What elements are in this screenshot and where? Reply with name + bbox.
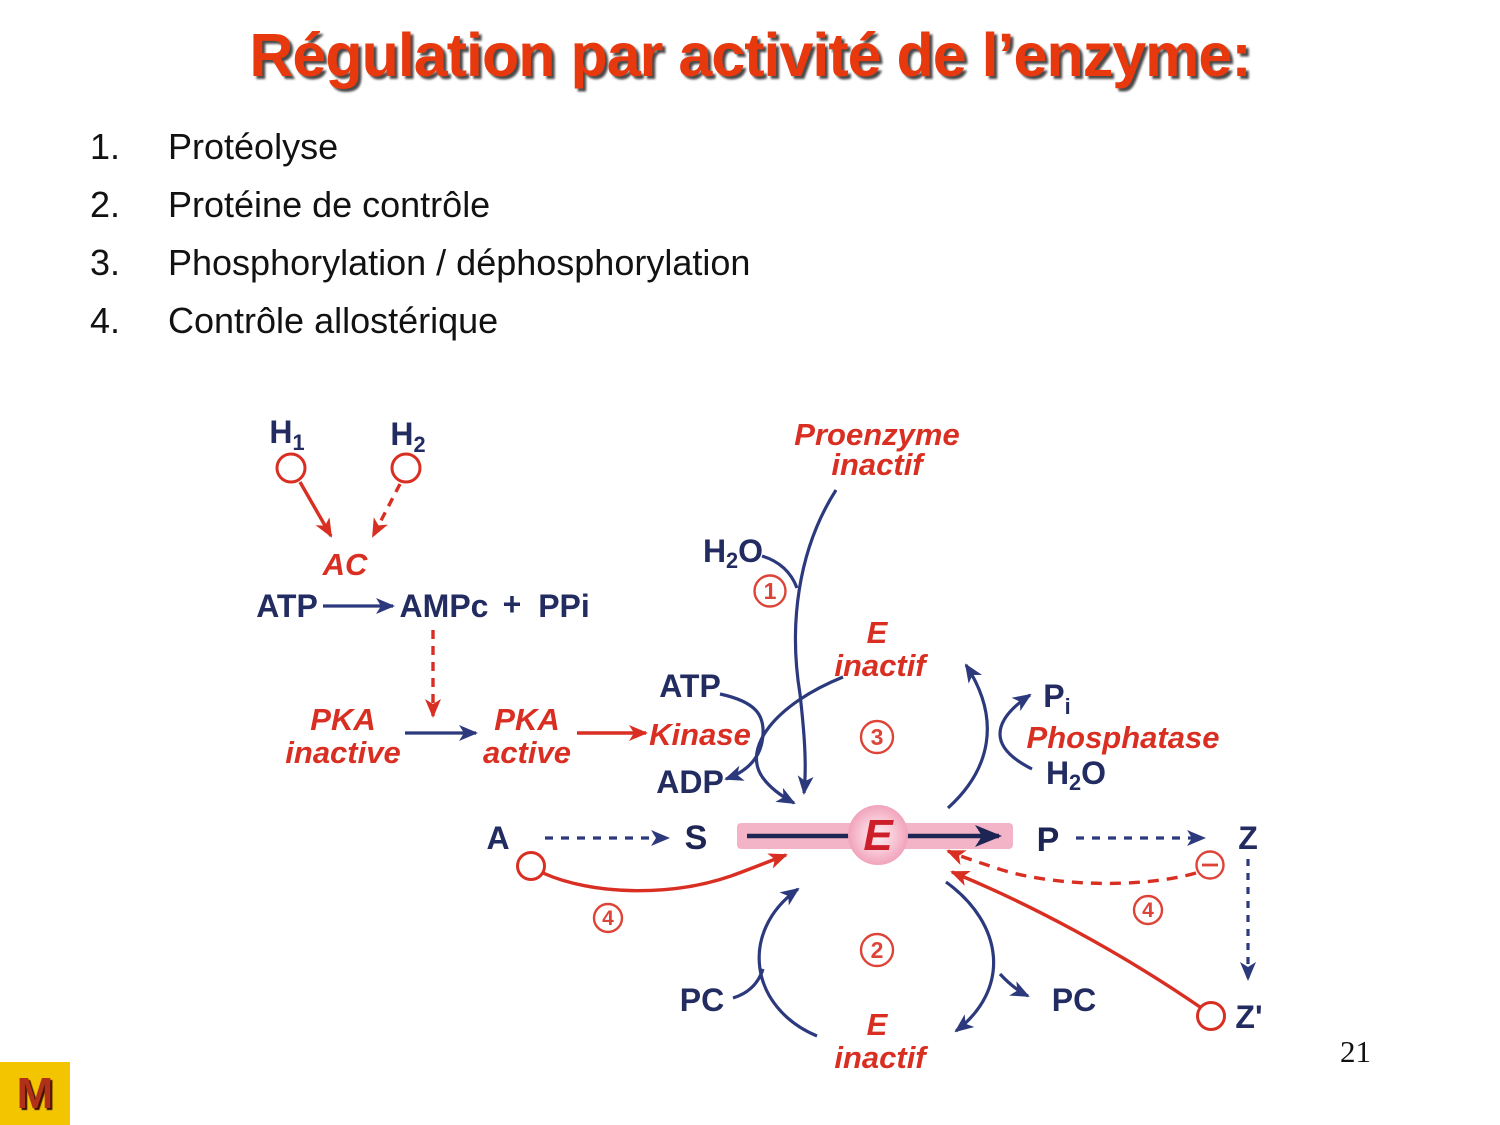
- list-text: Protéolyse: [168, 126, 339, 167]
- enzyme-circle: [848, 805, 908, 865]
- list-item-phosphorylation: 3. Phosphorylation / déphosphorylation: [90, 234, 750, 292]
- regulation-list: 1. Protéolyse 2. Protéine de contrôle 3.…: [90, 118, 750, 350]
- hormone1-circle: [275, 452, 307, 484]
- pc-right-branch-arrow: [998, 972, 1030, 998]
- list-text: Contrôle allostérique: [168, 300, 499, 341]
- proenzyme-label-line2: inactif: [831, 447, 925, 482]
- kinase-label: Kinase: [649, 717, 751, 752]
- activator-a-circle: [516, 851, 546, 881]
- list-number: 2.: [90, 184, 121, 225]
- logo-m-letter: M: [16, 1068, 54, 1118]
- hormone1-label: H1: [269, 414, 304, 455]
- enzyme-e-label: E: [863, 811, 894, 860]
- step-4-number-right: 4: [1142, 899, 1154, 922]
- list-number: 3.: [90, 242, 121, 283]
- step-1-circle: [753, 574, 787, 608]
- minus-icon: [1195, 850, 1225, 880]
- phosphorylation-cycle: E inactif Kinase ATP ADP 3 Pi Phosphatas…: [649, 615, 1220, 810]
- hormone2-label: H2: [390, 416, 425, 457]
- phosphatase-cycle-arc: [946, 663, 989, 810]
- step-4-number-left: 4: [602, 907, 614, 930]
- e-inactive-bottom-line1: E: [867, 1007, 889, 1042]
- step-3-circle: [859, 719, 895, 755]
- h2o-label-left: H2O: [703, 533, 763, 573]
- pc-left-join-curve: [732, 968, 765, 1000]
- phosphatase-label: Phosphatase: [1027, 720, 1220, 755]
- list-text: Phosphorylation / déphosphorylation: [168, 242, 751, 283]
- pc-release-arc-right: [945, 880, 996, 1033]
- main-pathway: A S E P Z Z': [486, 805, 1263, 1035]
- step-4-circle-left: [592, 902, 624, 934]
- list-number: 1.: [90, 126, 121, 167]
- step-4-circle-right: [1132, 894, 1164, 926]
- pka-inactive-label-line1: PKA: [310, 702, 375, 737]
- pc-label-right: PC: [1052, 982, 1096, 1018]
- hormone2-circle: [390, 452, 422, 484]
- atp-label-kinase: ATP: [659, 668, 721, 704]
- pka-active-label-line1: PKA: [494, 702, 559, 737]
- page-number: 21: [1340, 1034, 1371, 1069]
- logo-m-badge: M: [0, 1062, 70, 1125]
- step-3-number: 3: [871, 724, 884, 750]
- slide-title: Régulation par activité de l’enzyme:: [249, 21, 1251, 89]
- zprime-circle: [1196, 1001, 1226, 1031]
- list-number: 4.: [90, 300, 121, 341]
- e-inactive-top-line2: inactif: [834, 648, 928, 683]
- pi-label: Pi: [1043, 678, 1070, 719]
- proenzyme-label-line1: Proenzyme: [794, 417, 959, 452]
- control-protein-cycle: PC PC 2 E inactif: [680, 880, 1096, 1075]
- pka-inactive-label-line2: inactive: [285, 735, 400, 770]
- hormone-cascade: H1 H2 AC ATP AMPc + PPi PKA inactive PKA…: [256, 414, 648, 770]
- activator-curve-left: [542, 853, 788, 893]
- list-text: Protéine de contrôle: [168, 184, 491, 225]
- ppi-label: PPi: [538, 588, 590, 624]
- e-inactive-bottom-line2: inactif: [834, 1040, 928, 1075]
- proenzyme-hydrolysis-curve: [793, 489, 838, 795]
- zprime-label: Z': [1235, 999, 1262, 1035]
- metabolite-a-label: A: [486, 820, 509, 856]
- metabolite-z-label: Z: [1238, 820, 1258, 856]
- step-2-circle: [859, 932, 895, 968]
- pc-binding-arc-left: [757, 887, 818, 1038]
- proteolysis-step: Proenzyme inactif H2O 1: [703, 417, 960, 795]
- h2o-join-curve: [761, 554, 799, 589]
- h2o-label-right: H2O: [1046, 755, 1106, 795]
- adp-label: ADP: [656, 764, 724, 800]
- arrow-h1-to-ac: [298, 481, 333, 538]
- pc-label-left: PC: [680, 982, 724, 1018]
- list-item-proteine-controle: 2. Protéine de contrôle: [90, 176, 750, 234]
- allosteric-control: 4 4: [516, 849, 1225, 1009]
- atp-label: ATP: [256, 588, 318, 624]
- feedback-inhibition-dashed-curve: [946, 849, 1197, 886]
- h2o-pi-coupling-arc: [998, 693, 1033, 771]
- list-item-proteolyse: 1. Protéolyse: [90, 118, 750, 176]
- list-item-controle-allosterique: 4. Contrôle allostérique: [90, 292, 750, 350]
- product-p-label: P: [1037, 821, 1060, 859]
- zprime-activation-curve: [950, 870, 1201, 1009]
- pka-active-label-line2: active: [483, 735, 571, 770]
- kinase-cycle-arc: [754, 675, 844, 805]
- e-inactive-top-line1: E: [867, 615, 889, 650]
- step-1-number: 1: [764, 578, 777, 604]
- plus-sign: +: [503, 586, 522, 622]
- ampc-label: AMPc: [400, 588, 489, 624]
- step-2-number: 2: [871, 937, 884, 963]
- arrow-h2-to-ac-dashed: [371, 483, 402, 538]
- substrate-s-label: S: [685, 819, 708, 857]
- adenylate-cyclase-label: AC: [322, 547, 368, 582]
